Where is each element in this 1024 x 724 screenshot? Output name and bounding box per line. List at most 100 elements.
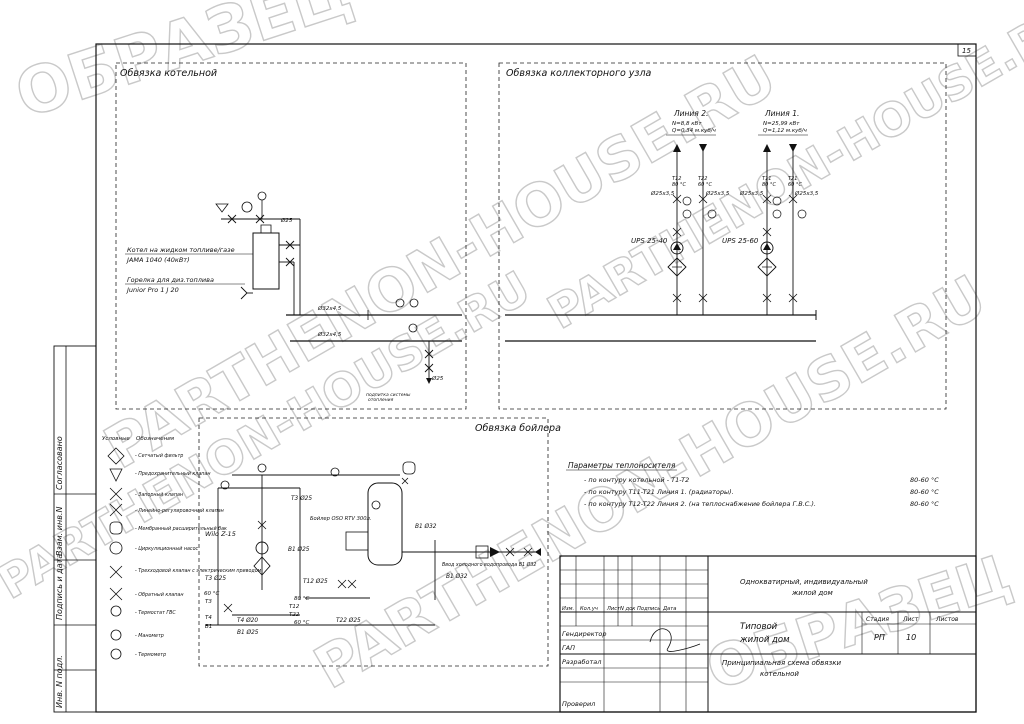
pipe-label-c: Ø25х3,5 (739, 190, 764, 197)
t3-pipe-label: T3 Ø25 (291, 495, 312, 502)
side-stamp: Согласовано Взам. инв.N Подпись и дата И… (53, 345, 97, 713)
t4-pipe-label: T4 Ø20 (237, 617, 258, 624)
t11-temp: 80 °C (762, 182, 776, 188)
stage-value: РП (874, 633, 885, 642)
section-title-boiler: Обвязка бойлера (475, 423, 561, 434)
pump-label-2: UPS 25-40 (631, 237, 668, 245)
header-date: Дата (662, 606, 676, 612)
riser-columns (667, 144, 807, 315)
boiler-pump-label: Wilo Z-15 (205, 530, 236, 538)
b1-label: B1 (205, 624, 212, 630)
legend-col-symbols: Условные (102, 436, 130, 442)
boiler-label-2: JAMA 1040 (40кВт) (125, 256, 190, 264)
stamp-agreed: Согласовано (55, 436, 64, 490)
drawing-line-2: котельной (760, 670, 799, 678)
parameters-title: Параметры теплоносителя (568, 461, 676, 470)
pipe-label-d: Ø25х3,5 (794, 190, 819, 197)
t12-label: T12 (672, 176, 681, 182)
parameter-row-3: - по контуру T12-T22 Линия 2. (на теплос… (584, 500, 816, 508)
section-title-collector: Обвязка коллекторного узла (506, 68, 652, 79)
section-title-boiler-room: Обвязка котельной (120, 68, 217, 79)
line1-title: Линия 1. (764, 109, 799, 118)
parameter-value-3: 80-60 °C (910, 500, 939, 508)
line2-title: Линия 2. (673, 109, 708, 118)
t3-pipe-label-2: T3 Ø25 (205, 575, 226, 582)
t22-temp: 60 °C (698, 182, 712, 188)
b1-32-label-2: B1 Ø32 (446, 573, 468, 580)
parameter-row-2: - по контуру T11-T21 Линия 1. (радиаторы… (584, 488, 734, 496)
boiler-tank-label: Бойлер OSO RTV 300л. (310, 516, 372, 522)
pipe-label-b: Ø25х3,5 (705, 190, 730, 197)
pipe-label-a: Ø25х3,5 (650, 190, 675, 197)
header-ndoc: N док (620, 606, 636, 612)
role-director: Гендиректор (562, 630, 607, 638)
pipe-label-2: Ø32х4,5 (317, 305, 342, 312)
stamp-sign-date: Подпись и дата (55, 554, 64, 620)
header-sign: Подпись (637, 606, 660, 612)
t3-label: T3 (205, 599, 212, 605)
line1-power: N=25,99 кВт (763, 121, 800, 127)
parameter-value-1: 80-60 °C (910, 476, 939, 484)
project-line-2: жилой дом (791, 589, 834, 597)
title-block: Изм. Кол.уч Лист N док Подпись Дата Генд… (559, 555, 977, 713)
legend-item-11: - Термометр (135, 652, 166, 658)
line2-power: N=8,8 кВт (672, 121, 702, 127)
watermark-sample-top: ОБРАЗЕЦ (7, 0, 361, 133)
header-kol: Кол.уч (580, 606, 598, 612)
t11-label: T11 (762, 176, 771, 182)
legend-symbols (107, 447, 125, 660)
t12-pipe-label: T12 Ø25 (303, 578, 328, 585)
header-list: Лист (606, 606, 621, 612)
burner-label-2: Junior Pro 1 J 20 (125, 286, 179, 294)
legend-item-10: - Манометр (135, 633, 164, 639)
heat-carrier-parameters: Параметры теплоносителя - по контуру кот… (566, 461, 939, 508)
pump-label-1: UPS 25-60 (722, 237, 759, 245)
sheets-label: Листов (935, 616, 959, 623)
sheet-label: Лист (902, 616, 919, 623)
legend-item-5: - Мембранный расширительный бак (135, 526, 227, 532)
header-izm: Изм. (562, 606, 574, 612)
temp-60b: 60 °C (294, 620, 309, 626)
t22-label-boiler: T22 (289, 612, 300, 618)
legend-item-4: - Линейно-регулировочный клапан (135, 508, 224, 514)
section-boiler: Обвязка бойлера Wilo Z-15 Бойл (198, 417, 561, 667)
pipe-label-4: Ø25 (431, 375, 444, 382)
stage-label: Стадия (866, 616, 889, 623)
cold-water-label: Ввод холодного водопровода В1 Ø32 (442, 561, 536, 568)
drawing-line-1: Принципиальная схема обвязки (722, 659, 841, 667)
stamp-inv-orig: Инв. N подл. (55, 655, 64, 708)
parameter-value-2: 80-60 °C (910, 488, 939, 496)
role-checked: Проверил (562, 700, 595, 708)
pipe-label-3: Ø32х4,5 (317, 331, 342, 338)
object-line-2: жилой дом (739, 635, 790, 645)
signature (649, 628, 701, 652)
project-line-1: Однокватирный, индивидуальный (740, 578, 868, 586)
t4-label: T4 (205, 615, 212, 621)
legend-item-3: - Запорный клапан (135, 492, 183, 498)
stamp-replaced: Взам. инв.N (55, 507, 64, 556)
temp-80: 80 °C (294, 596, 309, 602)
legend-col-designations: Обозначения (136, 436, 175, 442)
legend-item-1: - Сетчатый фильтр (135, 453, 183, 459)
t12-temp: 80 °C (672, 182, 686, 188)
t21-label: T21 (788, 176, 797, 182)
legend-item-6: - Циркуляционный насос (135, 546, 198, 552)
section-boiler-room: Обвязка котельной Ø25 Котел на жидком то… (115, 62, 467, 410)
sheet-number: 15 (962, 47, 971, 55)
t22-label: T22 (698, 176, 707, 182)
role-developed: Разработал (562, 658, 601, 666)
b1-pipe-label-2: B1 Ø25 (237, 629, 259, 636)
fill-note-1: подпитка системы (366, 393, 411, 398)
line2-flow: Q=0,34 м.куб/ч (672, 128, 717, 134)
burner-label-1: Горелка для диз.топлива (127, 276, 214, 284)
legend-item-7: - Трехходовой клапан с электрическим при… (135, 568, 262, 574)
t22-pipe-label: T22 Ø25 (336, 617, 361, 624)
pipe-label-1: Ø25 (280, 217, 293, 224)
role-gap: ГАП (562, 644, 575, 652)
t12-label-boiler: T12 (289, 604, 300, 610)
b1-32-label: B1 Ø32 (415, 523, 437, 530)
legend-item-9: - Термостат ГВС (135, 610, 176, 616)
line1-flow: Q=1,12 м.куб/ч (763, 128, 808, 134)
t21-temp: 60 °C (788, 182, 802, 188)
sheet-number-box (957, 43, 977, 57)
